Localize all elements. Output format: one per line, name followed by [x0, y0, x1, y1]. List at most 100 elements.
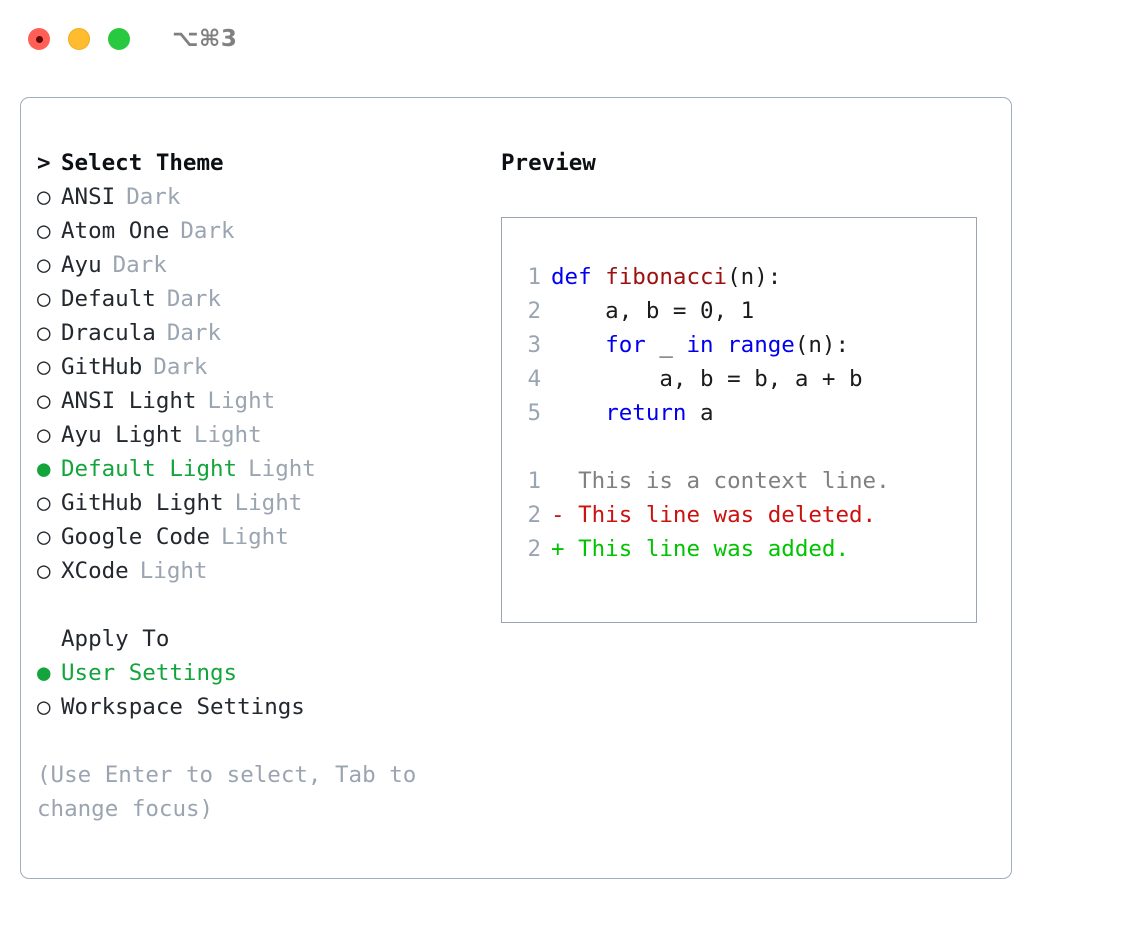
theme-category-label: Dark	[166, 320, 222, 346]
theme-list-item[interactable]: ○ ANSI Dark	[37, 180, 487, 214]
theme-category-label: Dark	[153, 354, 208, 380]
preview-title: Preview	[501, 150, 596, 176]
keyboard-shortcut-label: ⌥⌘3	[172, 26, 238, 52]
theme-list-item[interactable]: ○ XCode Light	[37, 554, 487, 588]
caret-icon: >	[37, 150, 51, 176]
theme-list-item[interactable]: ○ Ayu Dark	[37, 248, 487, 282]
radio-unselected-icon[interactable]: ○	[37, 218, 51, 244]
diff-line: 1 This is a context line.	[519, 464, 890, 498]
code-line: 1 def fibonacci(n):	[519, 260, 890, 294]
code-token	[592, 264, 606, 290]
apply-to-label-text: Workspace Settings	[61, 694, 305, 720]
radio-unselected-icon[interactable]: ○	[37, 422, 51, 448]
theme-list-item[interactable]: ○ Atom One Dark	[37, 214, 487, 248]
theme-list-item[interactable]: ○ GitHub Light Light	[37, 486, 487, 520]
theme-list-item[interactable]: ○ Dracula Dark	[37, 316, 487, 350]
radio-unselected-icon[interactable]: ○	[37, 558, 51, 584]
close-button-icon[interactable]	[28, 28, 50, 50]
code-token: return	[605, 400, 687, 426]
diff-text: This line was deleted.	[564, 502, 877, 528]
apply-to-item[interactable]: ○ Workspace Settings	[37, 690, 487, 724]
radio-unselected-icon[interactable]: ○	[37, 354, 51, 380]
theme-list-item[interactable]: ○ GitHub Dark	[37, 350, 487, 384]
code-token: def	[551, 264, 592, 290]
select-theme-heading-row: > Select Theme	[37, 146, 487, 180]
radio-unselected-icon[interactable]: ○	[37, 388, 51, 414]
radio-unselected-icon[interactable]: ○	[37, 524, 51, 550]
line-number: 1	[527, 468, 541, 494]
radio-selected-icon[interactable]: ●	[37, 456, 51, 482]
code-line: 5 return a	[519, 396, 890, 430]
radio-unselected-icon[interactable]: ○	[37, 490, 51, 516]
diff-text: This line was added.	[564, 536, 850, 562]
code-blank-line	[519, 430, 890, 464]
theme-category-label: Light	[207, 388, 276, 414]
code-token	[714, 332, 728, 358]
theme-name-label: Atom One	[61, 218, 170, 244]
theme-name-label: Default Light	[61, 456, 238, 482]
radio-unselected-icon[interactable]: ○	[37, 320, 51, 346]
theme-category-label: Light	[248, 456, 316, 482]
theme-category-label: Dark	[112, 252, 167, 278]
apply-to-item[interactable]: ● User Settings	[37, 656, 487, 690]
radio-unselected-icon[interactable]: ○	[37, 286, 51, 312]
theme-category-label: Dark	[180, 218, 235, 244]
radio-unselected-icon[interactable]: ○	[37, 184, 51, 210]
diff-text: This is a context line.	[564, 468, 890, 494]
traffic-light-group	[28, 28, 130, 50]
section-spacer	[37, 588, 487, 622]
radio-selected-icon[interactable]: ●	[37, 660, 51, 686]
apply-to-label-text: User Settings	[61, 660, 238, 686]
theme-category-label: Light	[234, 490, 303, 516]
diff-line: 2+ This line was added.	[519, 532, 890, 566]
radio-unselected-icon[interactable]: ○	[37, 694, 51, 720]
diff-sign: -	[551, 502, 565, 528]
diff-line: 2- This line was deleted.	[519, 498, 890, 532]
theme-name-label: GitHub	[61, 354, 143, 380]
theme-name-label: Default	[61, 286, 156, 312]
keyboard-hint-text: (Use Enter to select, Tab to change focu…	[37, 762, 417, 822]
code-token: a, b = b, a + b	[551, 366, 863, 392]
theme-name-label: Google Code	[61, 524, 211, 550]
code-token: a, b = 0, 1	[551, 298, 755, 324]
theme-name-label: Dracula	[61, 320, 156, 346]
theme-name-label: GitHub Light	[61, 490, 224, 516]
code-line: 2 a, b = 0, 1	[519, 294, 890, 328]
code-token: (n):	[794, 332, 850, 358]
theme-name-label: Ayu Light	[61, 422, 183, 448]
code-token: range	[727, 332, 795, 358]
code-line: 3 for _ in range(n):	[519, 328, 890, 362]
theme-list-item[interactable]: ● Default Light Light	[37, 452, 487, 486]
theme-category-label: Light	[193, 422, 262, 448]
line-number: 5	[527, 400, 541, 426]
diff-sign: +	[551, 536, 565, 562]
line-number: 3	[527, 332, 541, 358]
theme-list-item[interactable]: ○ ANSI Light Light	[37, 384, 487, 418]
theme-name-label: XCode	[61, 558, 129, 584]
zoom-button-icon[interactable]	[108, 28, 130, 50]
theme-list-item[interactable]: ○ Ayu Light Light	[37, 418, 487, 452]
close-dot-icon	[35, 35, 43, 43]
code-line: 4 a, b = b, a + b	[519, 362, 890, 396]
theme-category-label: Light	[139, 558, 208, 584]
line-number: 4	[527, 366, 541, 392]
theme-category-label: Dark	[126, 184, 181, 210]
code-token: a	[686, 400, 714, 426]
theme-name-label: ANSI	[61, 184, 116, 210]
minimize-button-icon[interactable]	[68, 28, 90, 50]
line-number: 1	[527, 264, 541, 290]
theme-name-label: Ayu	[61, 252, 102, 278]
line-number: 2	[527, 502, 541, 528]
code-token: fibonacci	[605, 264, 728, 290]
code-token	[551, 332, 605, 358]
code-token: (n):	[727, 264, 782, 290]
line-number: 2	[527, 298, 541, 324]
diff-sign	[551, 468, 565, 494]
radio-unselected-icon[interactable]: ○	[37, 252, 51, 278]
theme-name-label: ANSI Light	[61, 388, 197, 414]
page-title: Select Theme	[61, 150, 224, 176]
